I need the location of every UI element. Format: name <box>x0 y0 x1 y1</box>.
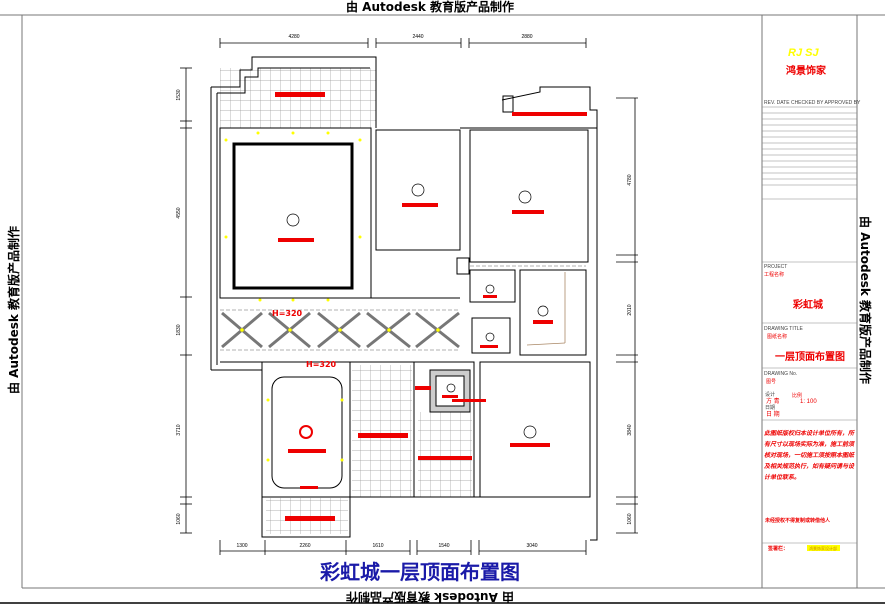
title-block: RJ SJ 鸿景饰家 REV. DATE CHECKED BY APPROVED… <box>762 47 861 552</box>
design-value: 方 青 <box>766 397 780 405</box>
company-name: 鸿景饰家 <box>786 64 827 77</box>
dimension-labels: 4280 2440 2880 1300 2260 1610 1540 3040 … <box>176 34 633 549</box>
dimension-label: 3040 <box>526 543 537 549</box>
dimension-label: 3710 <box>176 424 182 435</box>
sign-value: 鸿景饰家设计部 <box>809 545 837 551</box>
project-label: PROJECT <box>764 264 787 270</box>
date-value: 日 期 <box>766 410 780 418</box>
notes-text: 此图纸版权归本设计单位所有，所有尺寸以现场实际为准，施工前须核对现场，一切施工须… <box>764 430 855 481</box>
dimension-label: 2010 <box>627 304 633 315</box>
logo-text: RJ SJ <box>788 47 819 59</box>
dimension-label: 2440 <box>412 34 423 40</box>
drawing-frame <box>0 14 885 604</box>
drawing-title-block: 一层顶面布置图 <box>775 350 845 363</box>
dimension-label: 1060 <box>176 513 182 524</box>
ceiling-height-label: H=320 <box>272 309 303 318</box>
dimension-label: 1540 <box>438 543 449 549</box>
sign-label: 签署栏： <box>767 545 788 552</box>
watermark-top: 由 Autodesk 教育版产品制作 <box>346 0 514 14</box>
drawing-no-sub: 图号 <box>766 379 776 385</box>
drawing-title-label: DRAWING TITLE <box>764 326 804 332</box>
ceiling-height-label: H=320 <box>306 360 337 369</box>
watermark-bottom: 由 Autodesk 教育版产品制作 <box>346 590 514 605</box>
dimension-label: 3840 <box>627 424 633 435</box>
dimension-label: 2880 <box>521 34 532 40</box>
dimension-label: 4280 <box>288 34 299 40</box>
dimension-label: 4550 <box>176 207 182 218</box>
watermark-right: 由 Autodesk 教育版产品制作 <box>858 216 873 384</box>
dimension-label: 1530 <box>176 89 182 100</box>
design-label: 设计 <box>765 391 775 398</box>
dimension-lines <box>180 38 638 555</box>
watermark-left: 由 Autodesk 教育版产品制作 <box>6 226 21 394</box>
dimension-label: 1300 <box>236 543 247 549</box>
drawing-title: 彩虹城一层顶面布置图 <box>319 560 520 584</box>
scale-value: 1: 100 <box>800 399 817 405</box>
dimension-label: 4780 <box>627 174 633 185</box>
project-name: 彩虹城 <box>792 298 823 311</box>
dimension-label: 1830 <box>176 324 182 335</box>
floor-plan: H=320 H=320 <box>210 56 598 541</box>
revision-header: REV. DATE CHECKED BY APPROVED BY <box>764 100 861 106</box>
notes-text-2: 未经授权不得复制或转借他人 <box>764 517 831 524</box>
red-light-strips <box>275 92 587 521</box>
dimension-label: 2260 <box>299 543 310 549</box>
red-lamp-icon <box>299 425 313 439</box>
scale-label: 比例 <box>792 392 802 399</box>
dimension-label: 1610 <box>372 543 383 549</box>
ceiling-lamp-icons <box>286 183 549 439</box>
project-sub: 工程名称 <box>764 271 784 278</box>
dimension-label: 1060 <box>627 513 633 524</box>
drawing-title-sub: 图纸名称 <box>767 333 787 340</box>
drawing-no-label: DRAWING No. <box>764 371 797 377</box>
date-label: 日期 <box>765 405 775 411</box>
